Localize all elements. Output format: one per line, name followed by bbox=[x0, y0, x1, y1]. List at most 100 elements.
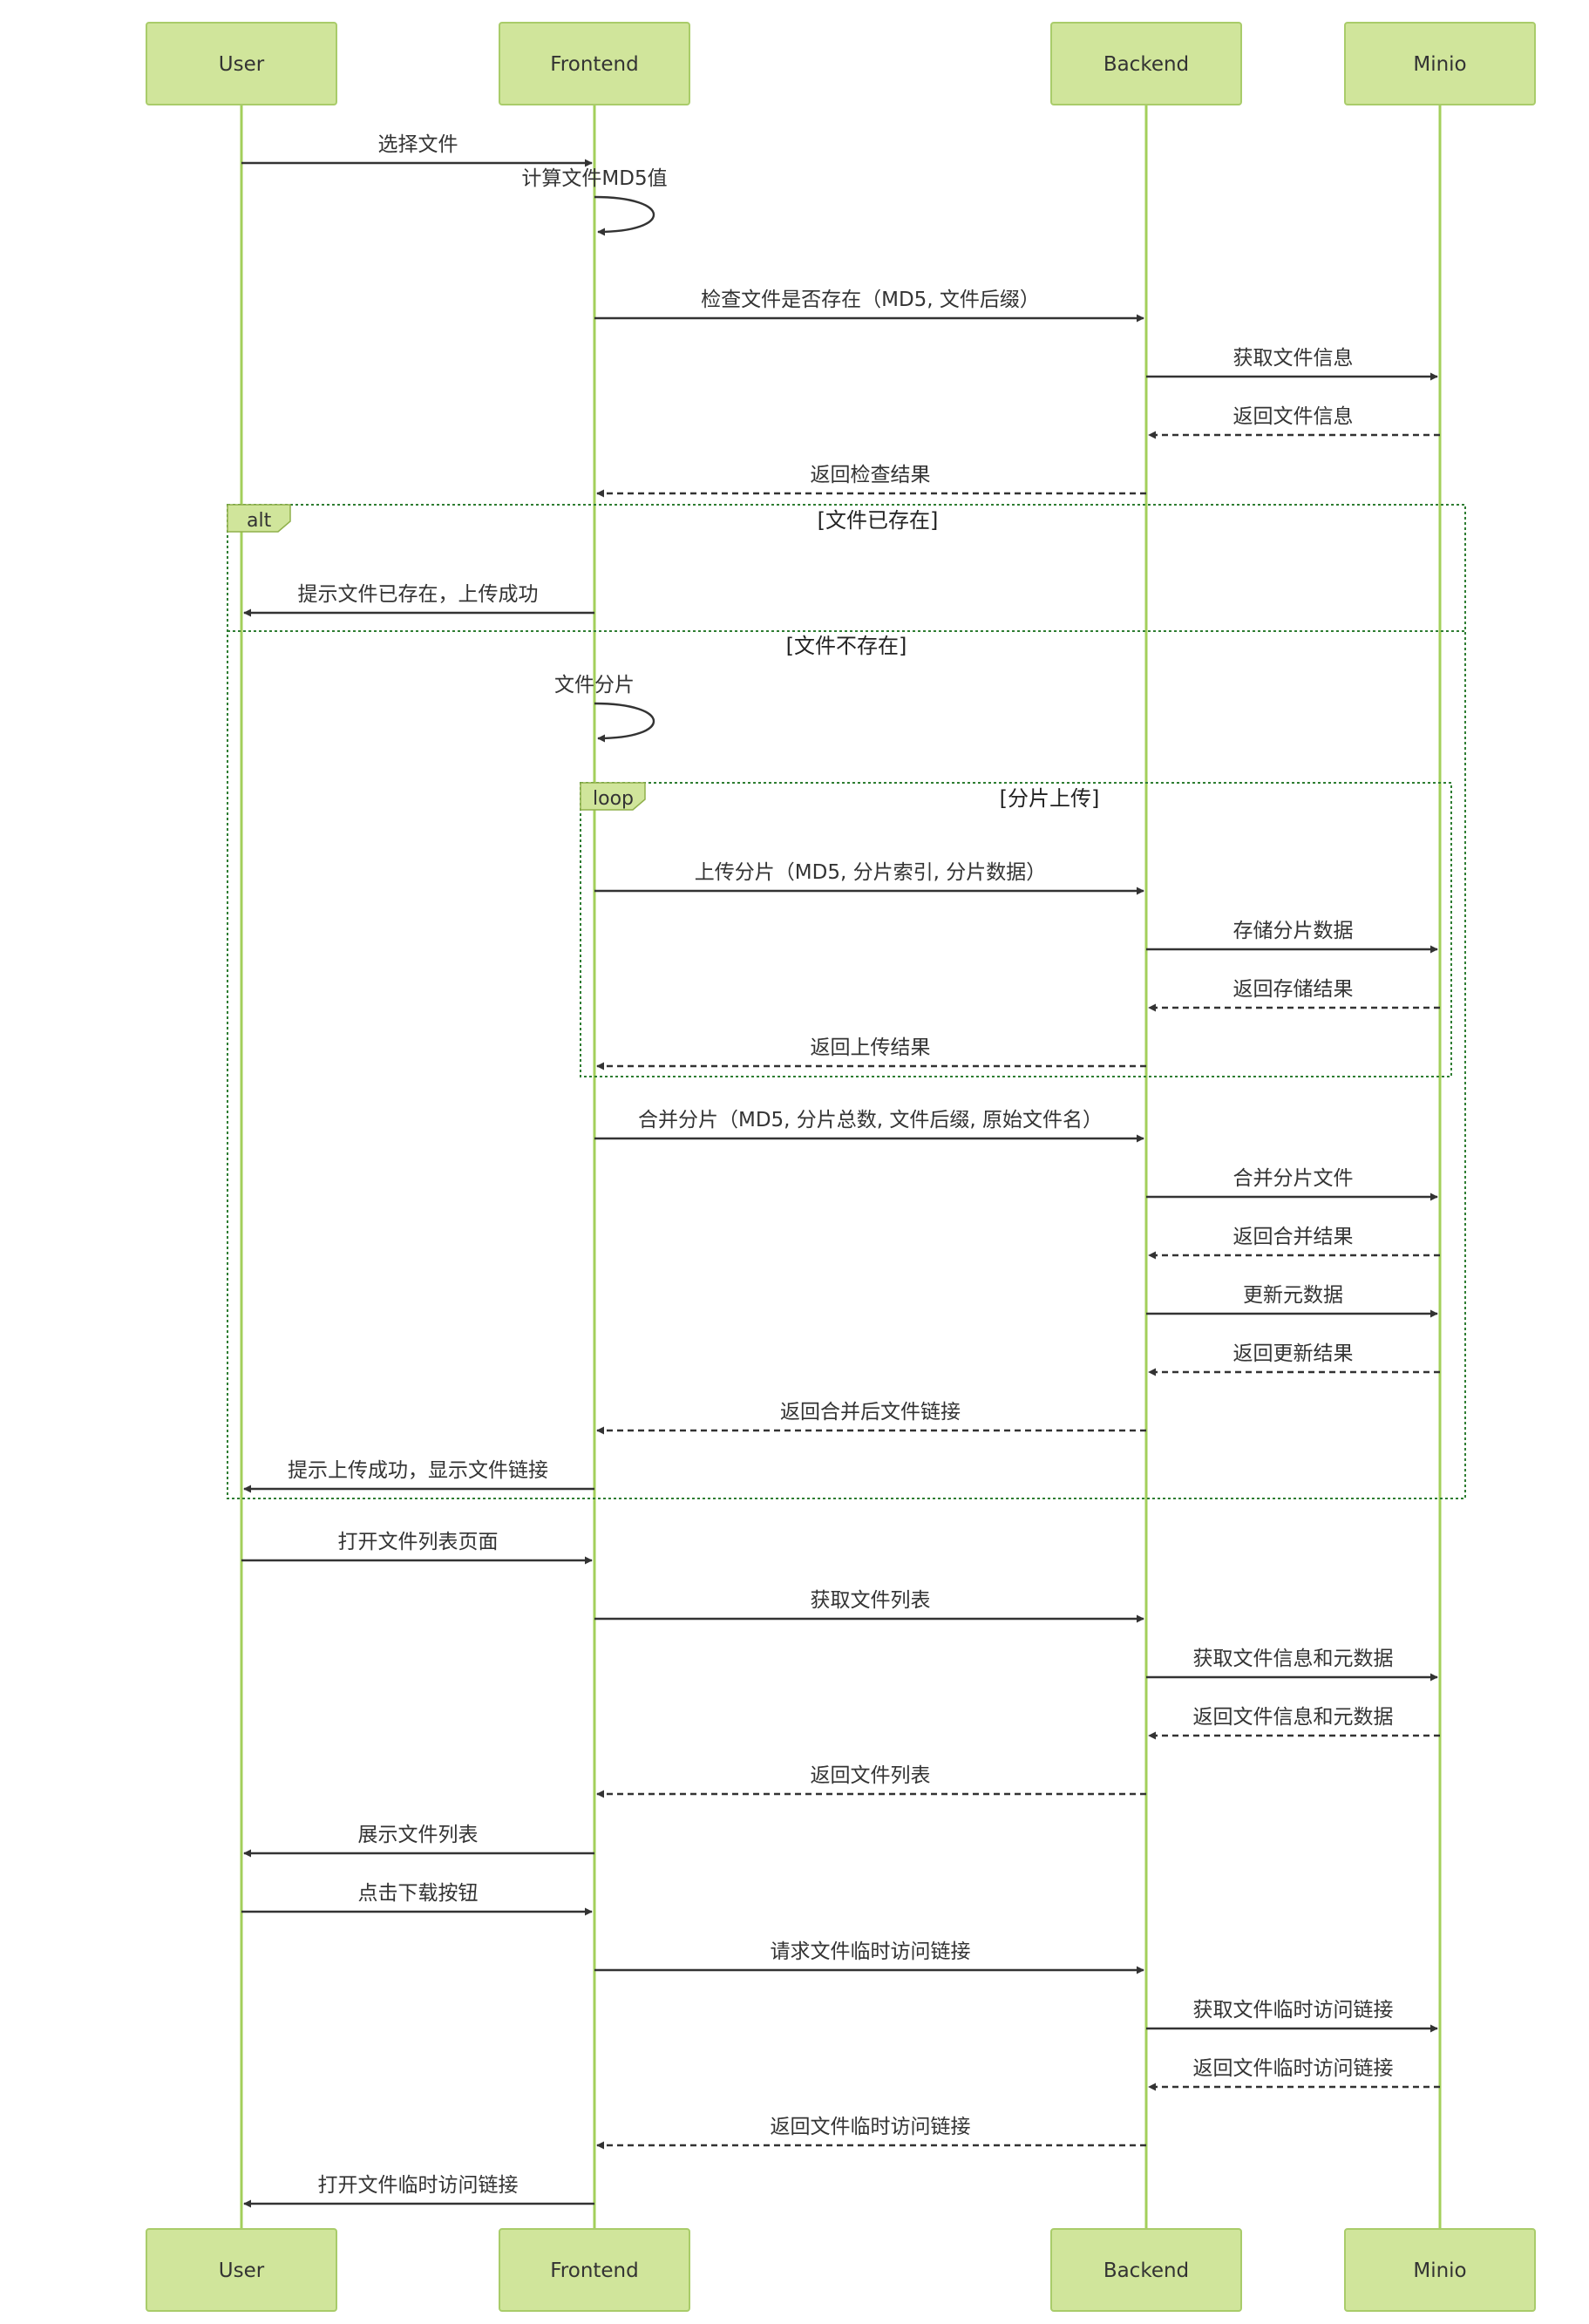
message: 返回文件信息 bbox=[1148, 405, 1440, 439]
message: 点击下载按钮 bbox=[241, 1882, 593, 1916]
message: 打开文件临时访问链接 bbox=[243, 2174, 594, 2208]
message: 返回检查结果 bbox=[596, 464, 1146, 498]
message-label: 合并分片（MD5, 分片总数, 文件后缀, 原始文件名） bbox=[638, 1109, 1103, 1131]
message: 请求文件临时访问链接 bbox=[594, 1940, 1144, 1974]
loop-condition-label: [分片上传] bbox=[1000, 786, 1100, 811]
loop-frame-tag-label: loop bbox=[593, 788, 634, 810]
alt-frame-tag bbox=[227, 504, 291, 533]
message: 返回更新结果 bbox=[1148, 1342, 1440, 1376]
participant-backend-bottom: Backend bbox=[1050, 2228, 1242, 2312]
message: 展示文件列表 bbox=[243, 1824, 594, 1858]
participant-minio-top: Minio bbox=[1344, 22, 1536, 105]
message-label: 请求文件临时访问链接 bbox=[771, 1940, 971, 1963]
participant-label: User bbox=[219, 53, 265, 76]
participant-minio-bottom: Minio bbox=[1344, 2228, 1536, 2312]
participant-label: Minio bbox=[1413, 2259, 1466, 2282]
message: 返回文件信息和元数据 bbox=[1148, 1706, 1440, 1740]
message: 获取文件临时访问链接 bbox=[1146, 1999, 1438, 2033]
participant-user-bottom: User bbox=[146, 2228, 337, 2312]
message-label: 返回文件列表 bbox=[811, 1764, 931, 1787]
message: 合并分片（MD5, 分片总数, 文件后缀, 原始文件名） bbox=[594, 1109, 1144, 1143]
message-label: 返回合并后文件链接 bbox=[780, 1401, 961, 1424]
participant-box bbox=[1344, 2228, 1536, 2312]
participant-label: Backend bbox=[1103, 2259, 1189, 2282]
message-label: 选择文件 bbox=[378, 133, 458, 156]
message: 返回合并后文件链接 bbox=[596, 1401, 1146, 1435]
message-label: 获取文件信息 bbox=[1233, 347, 1354, 370]
message: 返回文件临时访问链接 bbox=[1148, 2057, 1440, 2091]
message-label: 返回文件信息和元数据 bbox=[1193, 1706, 1394, 1729]
message-label: 返回文件临时访问链接 bbox=[1193, 2057, 1394, 2080]
message: 计算文件MD5值 bbox=[521, 167, 668, 236]
message-label: 展示文件列表 bbox=[358, 1824, 479, 1846]
message: 返回存储结果 bbox=[1148, 978, 1440, 1012]
message-label: 返回上传结果 bbox=[811, 1036, 931, 1059]
message-label: 检查文件是否存在（MD5, 文件后缀） bbox=[701, 289, 1040, 311]
message: 检查文件是否存在（MD5, 文件后缀） bbox=[594, 289, 1144, 323]
loop-frame-border bbox=[580, 782, 1452, 1077]
message-label: 提示上传成功，显示文件链接 bbox=[288, 1459, 548, 1482]
participant-box bbox=[146, 22, 337, 105]
self-message-arrow bbox=[594, 195, 655, 236]
message: 返回合并结果 bbox=[1148, 1226, 1440, 1260]
message: 打开文件列表页面 bbox=[241, 1531, 593, 1565]
message: 获取文件列表 bbox=[594, 1589, 1144, 1623]
message: 获取文件信息和元数据 bbox=[1146, 1648, 1438, 1682]
participant-box bbox=[1050, 2228, 1242, 2312]
message-label: 更新元数据 bbox=[1243, 1284, 1343, 1307]
message: 提示文件已存在，上传成功 bbox=[243, 583, 594, 617]
alt-else-condition-label: [文件不存在] bbox=[786, 634, 907, 658]
loop-frame-tag bbox=[580, 782, 646, 811]
alt-frame: alt [文件已存在] [文件不存在] bbox=[227, 504, 1466, 1499]
participant-box bbox=[1050, 22, 1242, 105]
message: 选择文件 bbox=[241, 133, 593, 167]
message: 文件分片 bbox=[554, 674, 655, 743]
message: 获取文件信息 bbox=[1146, 347, 1438, 381]
message-label: 计算文件MD5值 bbox=[521, 167, 667, 190]
participant-label: User bbox=[219, 2259, 265, 2282]
message-label: 获取文件信息和元数据 bbox=[1193, 1648, 1394, 1670]
message-label: 获取文件临时访问链接 bbox=[1193, 1999, 1394, 2022]
message-label: 返回文件信息 bbox=[1233, 405, 1354, 428]
alt-frame-tag-label: alt bbox=[247, 510, 272, 532]
message-label: 点击下载按钮 bbox=[358, 1882, 479, 1905]
message-label: 提示文件已存在，上传成功 bbox=[298, 583, 539, 606]
participant-label: Backend bbox=[1103, 53, 1189, 76]
lifelines bbox=[240, 105, 1442, 2229]
message-label: 打开文件列表页面 bbox=[338, 1531, 499, 1553]
message-label: 返回更新结果 bbox=[1233, 1342, 1354, 1365]
alt-frame-border bbox=[227, 504, 1466, 1499]
message-label: 返回存储结果 bbox=[1233, 978, 1354, 1001]
message-label: 上传分片（MD5, 分片索引, 分片数据） bbox=[695, 861, 1046, 884]
message: 返回文件列表 bbox=[596, 1764, 1146, 1798]
alt-condition-label: [文件已存在] bbox=[818, 508, 939, 533]
message: 更新元数据 bbox=[1146, 1284, 1438, 1318]
message-label: 文件分片 bbox=[554, 674, 635, 697]
participant-frontend-top: Frontend bbox=[499, 22, 690, 105]
message-label: 返回合并结果 bbox=[1233, 1226, 1354, 1248]
participant-box bbox=[499, 2228, 690, 2312]
loop-frame: loop [分片上传] bbox=[580, 782, 1452, 1077]
message-label: 返回检查结果 bbox=[811, 464, 931, 486]
message-label: 获取文件列表 bbox=[811, 1589, 931, 1612]
message-label: 合并分片文件 bbox=[1233, 1167, 1354, 1190]
message: 存储分片数据 bbox=[1146, 920, 1438, 954]
participant-user-top: User bbox=[146, 22, 337, 105]
participant-label: Minio bbox=[1413, 53, 1466, 76]
participant-label: Frontend bbox=[550, 2259, 639, 2282]
message: 合并分片文件 bbox=[1146, 1167, 1438, 1201]
message: 返回文件临时访问链接 bbox=[596, 2116, 1146, 2150]
participant-label: Frontend bbox=[550, 53, 639, 76]
participant-box bbox=[499, 22, 690, 105]
message: 提示上传成功，显示文件链接 bbox=[243, 1459, 594, 1493]
message: 返回上传结果 bbox=[596, 1036, 1146, 1070]
message-label: 存储分片数据 bbox=[1233, 920, 1354, 942]
self-message-arrow bbox=[594, 702, 655, 743]
message-label: 打开文件临时访问链接 bbox=[318, 2174, 519, 2197]
message: 上传分片（MD5, 分片索引, 分片数据） bbox=[594, 861, 1144, 895]
participant-frontend-bottom: Frontend bbox=[499, 2228, 690, 2312]
participant-box bbox=[1344, 22, 1536, 105]
